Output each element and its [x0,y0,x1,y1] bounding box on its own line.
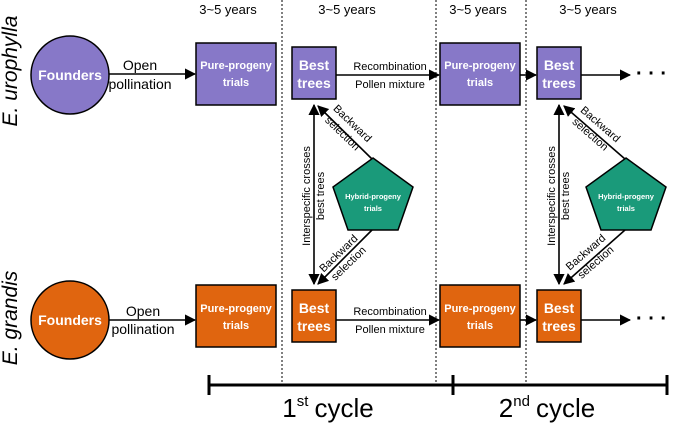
pure-progeny-trials-label: trials [223,77,249,89]
pure-progeny-trials-label: Pure-progeny [200,303,272,315]
duration-label: 3~5 years [449,2,507,17]
backward-selection-arrow [563,229,626,285]
open-pollination-label: pollination [108,76,171,92]
best-trees-label: Best [544,57,575,73]
backward-selection-arrow [563,105,626,160]
recombination-label: Recombination [353,61,426,73]
best-trees-label: trees [297,75,331,91]
pure-progeny-trials-label: trials [223,320,249,332]
best-trees-label: Best [299,57,330,73]
hybrid-progeny-trials-label: trials [617,204,635,213]
pure-progeny-trials-label: Pure-progeny [444,60,516,72]
interspecific-label: Interspecific crosses [301,146,313,246]
open-pollination-label: pollination [111,321,174,337]
pure-progeny-trials-label: Pure-progeny [444,303,516,315]
pollen-mixture-label: Pollen mixture [355,79,425,91]
pure-progeny-trials-box [439,42,521,106]
backward-selection-arrow [317,105,373,160]
hybrid-progeny-trials-label: Hybrid-progeny [598,192,655,201]
hybrid-progeny-trials-label: trials [364,204,382,213]
open-pollination-label: Open [123,57,157,73]
pure-progeny-trials-box [195,284,277,348]
continuation-dots: · · · [636,308,667,330]
best-trees-label: trees [542,318,576,334]
pure-progeny-trials-label: trials [467,77,493,89]
best-trees-label: trees [297,318,331,334]
duration-label: 3~5 years [559,2,617,17]
pure-progeny-trials-label: trials [467,320,493,332]
best-trees-box [291,289,337,343]
best-trees-label: trees [542,75,576,91]
species-label-grandis: E. grandis [0,270,22,365]
recombination-label: Recombination [353,306,426,318]
best-trees-box [536,289,582,343]
pure-progeny-trials-box [195,42,277,106]
backward-selection-arrow [317,229,373,285]
hybrid-progeny-trials-pentagon [585,157,667,231]
pollen-mixture-label: Pollen mixture [355,324,425,336]
best-trees-box [291,46,337,100]
best-trees-label: Best [544,300,575,316]
founders-label: Founders [38,67,102,83]
hybrid-progeny-trials-label: Hybrid-progeny [345,192,402,201]
duration-label: 3~5 years [318,2,376,17]
species-label-urophylla: E. urophylla [0,16,22,127]
pure-progeny-trials-box [439,284,521,348]
continuation-dots: · · · [636,63,667,85]
best-trees-box [536,46,582,100]
interspecific-label: best trees [560,171,572,220]
best-trees-label: Best [299,300,330,316]
open-pollination-label: Open [126,303,160,319]
duration-label: 3~5 years [199,2,257,17]
pure-progeny-trials-label: Pure-progeny [200,60,272,72]
founders-urophylla [30,35,110,115]
interspecific-label: Interspecific crosses [546,146,558,246]
hybrid-progeny-trials-pentagon [332,157,414,231]
founders-label: Founders [38,312,102,328]
interspecific-label: best trees [315,171,327,220]
